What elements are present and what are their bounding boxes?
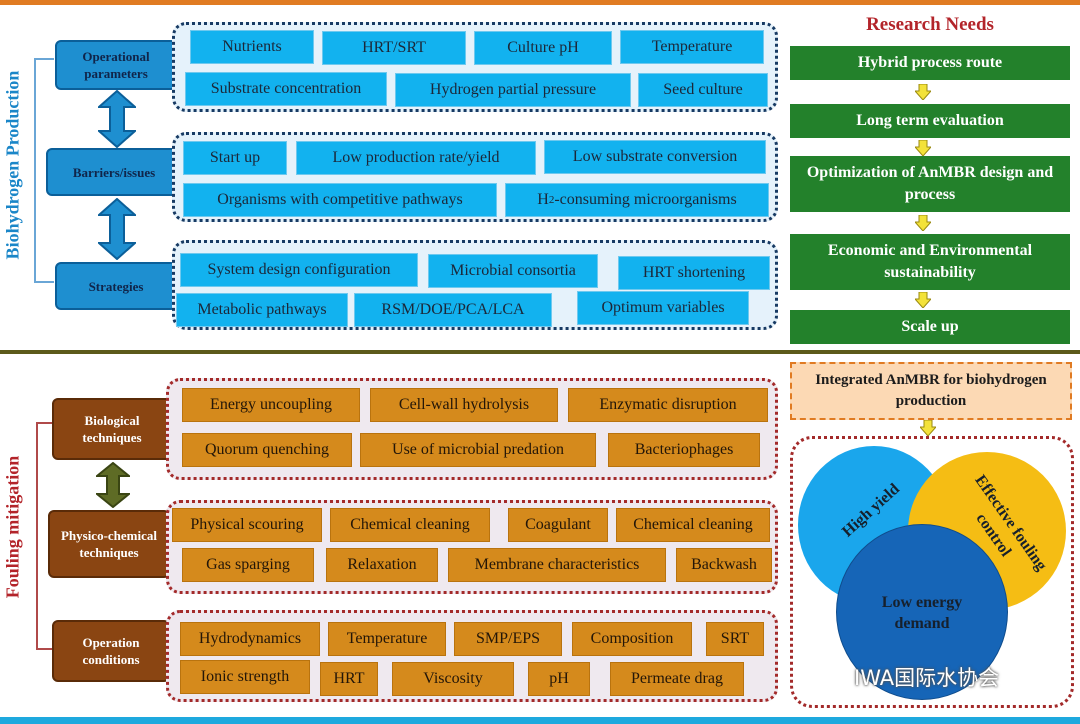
chip-rsm-doe-pca-lca: RSM/DOE/PCA/LCA [354, 293, 552, 327]
node-strategies: Strategies [55, 262, 177, 310]
node-operational-parameters: Operational parameters [55, 40, 177, 90]
chip-system-design: System design configuration [180, 253, 418, 287]
chip-ph: pH [528, 662, 590, 696]
venn-circle-energy [836, 524, 1008, 700]
top-bracket [34, 58, 54, 283]
double-arrow-2 [98, 198, 136, 260]
section-title-biohydrogen: Biohydrogen Production [2, 70, 23, 260]
chip-backwash: Backwash [676, 548, 772, 582]
chip-ionic-strength: Ionic strength [180, 660, 310, 694]
chip-optimum-variables: Optimum variables [577, 291, 749, 325]
research-step-3: Optimization of AnMBR design and process [790, 156, 1070, 212]
chip-gas-sparging: Gas sparging [182, 548, 314, 582]
double-arrow-1 [98, 90, 136, 148]
chip-start-up: Start up [183, 141, 287, 175]
chip-substrate-concentration: Substrate concentration [185, 72, 387, 106]
chip-low-production-rate: Low production rate/yield [296, 141, 536, 175]
chip-temperature: Temperature [620, 30, 764, 64]
chip-hrt-shortening: HRT shortening [618, 256, 770, 290]
chip-membrane-characteristics: Membrane characteristics [448, 548, 666, 582]
chip-hrt: HRT [320, 662, 378, 696]
node-operation-conditions: Operation conditions [52, 620, 170, 682]
node-biological-techniques: Biological techniques [52, 398, 172, 460]
research-step-5: Scale up [790, 310, 1070, 344]
chip-enzymatic-disruption: Enzymatic disruption [568, 388, 768, 422]
chip-culture-ph: Culture pH [474, 31, 612, 65]
chip-composition: Composition [572, 622, 692, 656]
watermark: IWA国际水协会 [818, 662, 999, 692]
chip-quorum-quenching: Quorum quenching [182, 433, 352, 467]
research-step-1: Hybrid process route [790, 46, 1070, 80]
middle-divider [0, 350, 1080, 354]
chip-temperature-op: Temperature [328, 622, 446, 656]
bottom-blue-divider [0, 717, 1080, 724]
bottom-bracket [36, 422, 52, 650]
section-title-fouling: Fouling mitigation [2, 455, 23, 599]
node-barriers-issues: Barriers/issues [46, 148, 182, 196]
node-physico-chemical: Physico-chemical techniques [48, 510, 170, 578]
chip-bacteriophages: Bacteriophages [608, 433, 760, 467]
chip-chemical-cleaning-1: Chemical cleaning [330, 508, 490, 542]
wechat-icon [818, 666, 846, 688]
chip-srt: SRT [706, 622, 764, 656]
chip-permeate-drag: Permeate drag [610, 662, 744, 696]
chip-hydrodynamics: Hydrodynamics [180, 622, 320, 656]
chip-hydrogen-partial-pressure: Hydrogen partial pressure [395, 73, 631, 107]
chip-coagulant: Coagulant [508, 508, 608, 542]
chip-low-substrate-conversion: Low substrate conversion [544, 140, 766, 174]
integrated-anmbr-box: Integrated AnMBR for biohydrogen product… [790, 362, 1072, 420]
double-arrow-3 [96, 462, 130, 508]
venn-label-energy: Low energy demand [881, 594, 963, 632]
chip-viscosity: Viscosity [392, 662, 514, 696]
research-step-4: Economic and Environmental sustainabilit… [790, 234, 1070, 290]
chip-metabolic-pathways: Metabolic pathways [176, 293, 348, 327]
down-arrow-2 [915, 140, 931, 156]
chip-smp-eps: SMP/EPS [454, 622, 562, 656]
down-arrow-3 [915, 215, 931, 231]
chip-microbial-predation: Use of microbial predation [360, 433, 596, 467]
top-orange-divider [0, 0, 1080, 5]
down-arrow-4 [915, 292, 931, 308]
research-step-2: Long term evaluation [790, 104, 1070, 138]
chip-physical-scouring: Physical scouring [172, 508, 322, 542]
down-arrow-5 [920, 420, 936, 436]
research-needs-title: Research Needs [866, 14, 994, 35]
chip-nutrients: Nutrients [190, 30, 314, 64]
chip-energy-uncoupling: Energy uncoupling [182, 388, 360, 422]
chip-chemical-cleaning-2: Chemical cleaning [616, 508, 770, 542]
chip-relaxation: Relaxation [326, 548, 438, 582]
chip-hrt-srt: HRT/SRT [322, 31, 466, 65]
chip-cell-wall-hydrolysis: Cell-wall hydrolysis [370, 388, 558, 422]
chip-competitive-pathways: Organisms with competitive pathways [183, 183, 497, 217]
down-arrow-1 [915, 84, 931, 100]
chip-microbial-consortia: Microbial consortia [428, 254, 598, 288]
chip-seed-culture: Seed culture [638, 73, 768, 107]
